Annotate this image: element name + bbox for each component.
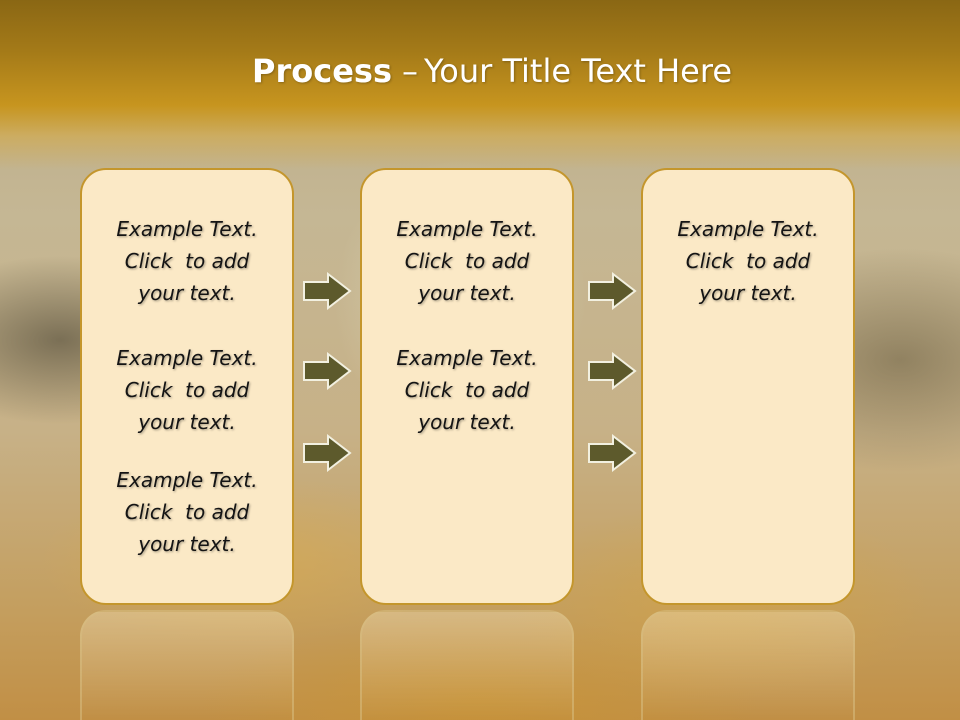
text-line: Click to add: [404, 378, 530, 402]
box-reflection: [360, 610, 574, 720]
title-strong: Process: [252, 52, 392, 90]
box-reflection: [641, 610, 855, 720]
right-arrow-icon[interactable]: [302, 434, 352, 472]
text-placeholder[interactable]: Example Text. Click to add your text.: [362, 342, 572, 438]
text-line: Example Text.: [396, 217, 538, 241]
text-line: your text.: [418, 281, 516, 305]
text-placeholder[interactable]: Example Text. Click to add your text.: [643, 213, 853, 309]
process-box-3[interactable]: Example Text. Click to add your text.: [641, 168, 855, 605]
text-placeholder[interactable]: Example Text. Click to add your text.: [82, 464, 292, 560]
right-arrow-icon[interactable]: [587, 272, 637, 310]
process-box-2[interactable]: Example Text. Click to add your text. Ex…: [360, 168, 574, 605]
text-line: Example Text.: [116, 346, 258, 370]
text-line: your text.: [138, 281, 236, 305]
text-placeholder[interactable]: Example Text. Click to add your text.: [82, 342, 292, 438]
text-placeholder[interactable]: Example Text. Click to add your text.: [82, 213, 292, 309]
text-line: your text.: [418, 410, 516, 434]
text-line: Click to add: [124, 500, 250, 524]
text-placeholder[interactable]: Example Text. Click to add your text.: [362, 213, 572, 309]
title-rest: Your Title Text Here: [423, 52, 732, 90]
text-line: your text.: [699, 281, 797, 305]
text-line: Example Text.: [116, 468, 258, 492]
text-line: your text.: [138, 532, 236, 556]
title-separator: –: [401, 52, 418, 90]
text-line: Example Text.: [116, 217, 258, 241]
title-banner: [0, 0, 960, 170]
text-line: Click to add: [124, 249, 250, 273]
text-line: Click to add: [404, 249, 530, 273]
slide-title[interactable]: Process–Your Title Text Here: [0, 52, 960, 90]
right-arrow-icon[interactable]: [587, 434, 637, 472]
right-arrow-icon[interactable]: [302, 272, 352, 310]
text-line: Click to add: [685, 249, 811, 273]
text-line: Example Text.: [396, 346, 538, 370]
box-reflection: [80, 610, 294, 720]
text-line: Click to add: [124, 378, 250, 402]
text-line: Example Text.: [677, 217, 819, 241]
right-arrow-icon[interactable]: [587, 352, 637, 390]
process-box-1[interactable]: Example Text. Click to add your text. Ex…: [80, 168, 294, 605]
right-arrow-icon[interactable]: [302, 352, 352, 390]
text-line: your text.: [138, 410, 236, 434]
